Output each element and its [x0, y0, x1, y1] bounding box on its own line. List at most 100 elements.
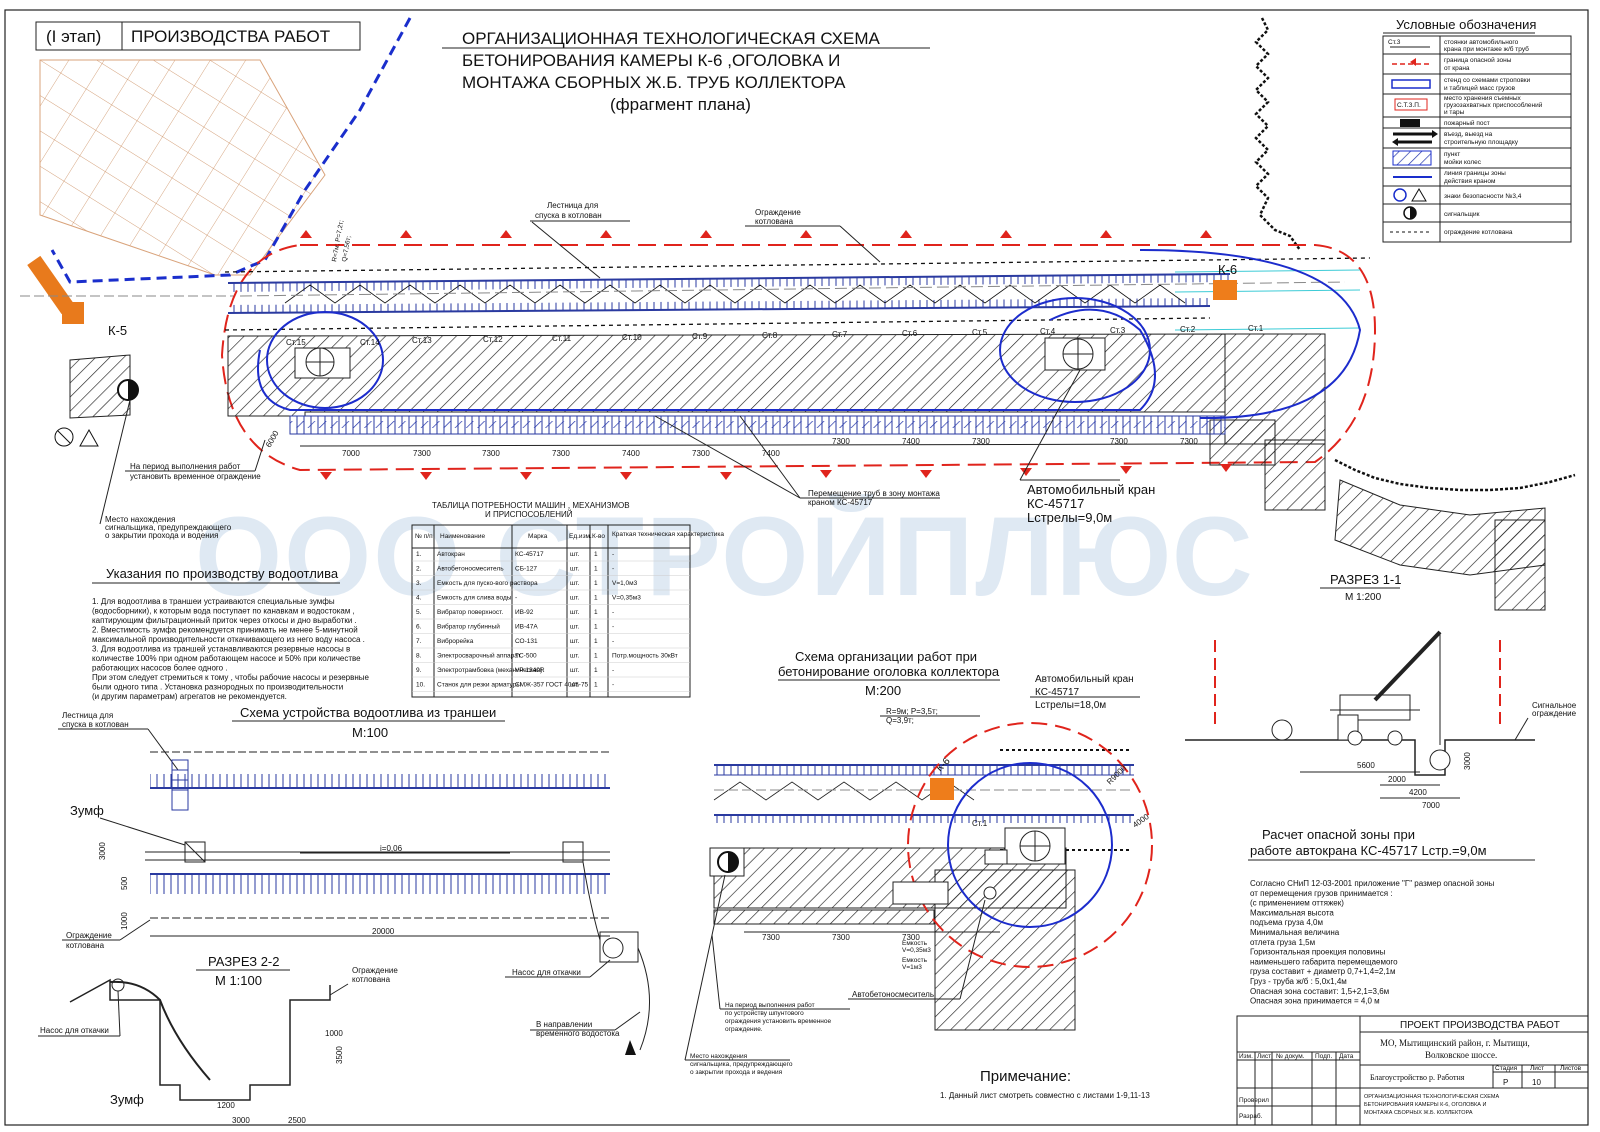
- svg-text:R=9м; P=3,5т;: R=9м; P=3,5т;: [886, 707, 938, 716]
- svg-text:действия краном: действия краном: [1444, 177, 1496, 185]
- svg-text:1. Данный лист смотреть совмес: 1. Данный лист смотреть совместно с лист…: [940, 1091, 1150, 1100]
- chamber-k6-marker: [1213, 280, 1237, 300]
- table-cell: -: [612, 682, 614, 689]
- legend-symbol-storage: С.Т.З.П.: [1397, 102, 1421, 109]
- table-cell: 1: [594, 595, 598, 602]
- table-cell: СМЖ-357 ГОСТ 4045-75: [515, 682, 589, 689]
- svg-text:Насос для откачки: Насос для откачки: [40, 1026, 109, 1035]
- svg-text:Зумф: Зумф: [110, 1092, 144, 1107]
- svg-text:ограждение: ограждение: [1532, 709, 1577, 718]
- station-label: Ст.5: [972, 328, 988, 337]
- svg-text:7000: 7000: [1422, 801, 1440, 810]
- svg-text:3000: 3000: [232, 1116, 250, 1125]
- station-label: Ст.2: [1180, 325, 1196, 334]
- table-cell: -: [612, 551, 614, 558]
- station-label: Ст.12: [483, 335, 503, 344]
- table-cell: 2.: [416, 566, 422, 573]
- svg-text:1000: 1000: [120, 912, 129, 930]
- svg-text:временного водостока: временного водостока: [536, 1029, 620, 1038]
- svg-text:7300: 7300: [482, 449, 500, 458]
- table-cell: -: [515, 595, 517, 602]
- table-cell: VP 1340R: [515, 667, 545, 674]
- svg-text:пожарный пост: пожарный пост: [1444, 119, 1490, 127]
- danger-zone-circle: [907, 722, 1153, 968]
- instruction-line: каптирующим фильтрационный приток через …: [92, 616, 357, 625]
- svg-text:7300: 7300: [552, 449, 570, 458]
- svg-text:Насос для откачки: Насос для откачки: [512, 968, 581, 977]
- svg-text:Разраб.: Разраб.: [1239, 1112, 1263, 1120]
- svg-text:5600: 5600: [1357, 761, 1375, 770]
- svg-text:спуска в котлован: спуска в котлован: [535, 211, 602, 220]
- machines-table: ТАБЛИЦА ПОТРЕБНОСТИ МАШИН , МЕХАНИЗМОВ И…: [411, 501, 724, 698]
- svg-text:о закрытии прохода и водения: о закрытии прохода и водения: [105, 531, 218, 540]
- table-cell: 8.: [416, 653, 422, 660]
- chamber-k5-marker: [62, 302, 84, 324]
- svg-text:БЕТОНИРОВАНИЯ КАМЕРЫ К-6 ,ОГОЛ: БЕТОНИРОВАНИЯ КАМЕРЫ К-6 ,ОГОЛОВКА И: [462, 51, 840, 70]
- instruction-line: 2. Вместимость зумфа рекомендуется прини…: [92, 626, 358, 635]
- table-cell: 6.: [416, 624, 422, 631]
- legend: Условные обозначения Ст.3 С.Т.З.П.: [1382, 17, 1572, 243]
- svg-text:Лестница для: Лестница для: [62, 711, 113, 720]
- svg-text:знаки безопасности №3,4: знаки безопасности №3,4: [1444, 192, 1522, 200]
- station-label: Ст.15: [286, 338, 306, 347]
- svg-text:и таблицей масс грузов: и таблицей масс грузов: [1444, 84, 1516, 92]
- instruction-line: 1. Для водоотлива в траншеи устраиваются…: [92, 597, 335, 606]
- svg-text:2000: 2000: [1388, 775, 1406, 784]
- table-cell: шт.: [570, 667, 579, 674]
- svg-text:Примечание:: Примечание:: [980, 1068, 1071, 1085]
- svg-text:7300: 7300: [1180, 437, 1198, 446]
- drainage-instructions: Указания по производству водоотлива 1. Д…: [92, 566, 370, 701]
- svg-text:500: 500: [120, 876, 129, 890]
- calc-line: Груз - труба ж/б : 5,0х1,4м: [1250, 977, 1347, 986]
- svg-text:Сигнальное: Сигнальное: [1532, 701, 1577, 710]
- table-cell: шт.: [570, 595, 579, 602]
- svg-text:Емкость: Емкость: [902, 957, 928, 964]
- station-label: Ст.7: [832, 330, 848, 339]
- chamber-k6-label: К-6: [1218, 262, 1237, 277]
- ladder-label: Лестница для: [547, 201, 598, 210]
- crane-left: [294, 347, 351, 379]
- table-cell: 1: [594, 653, 598, 660]
- calc-line: наименьшего габарита перемещаемого: [1250, 957, 1398, 966]
- table-cell: ТС-500: [515, 653, 537, 660]
- svg-text:Lстрелы=18,0м: Lстрелы=18,0м: [1035, 700, 1106, 711]
- crane-reach-zone: [947, 762, 1113, 928]
- table-cell: -: [515, 580, 517, 587]
- table-cell: Емкость для пуско-вого раствора: [437, 580, 538, 587]
- calc-line: Опасная зона принимается = 4,0 м: [1250, 997, 1380, 1006]
- section-2-2: РАЗРЕЗ 2-2 М 1:100 Насос для откачки Огр…: [38, 954, 398, 1125]
- svg-text:котлована: котлована: [66, 941, 105, 950]
- calc-line: груза составит + диаметр 0,7+1,4=2,1м: [1250, 967, 1396, 976]
- svg-text:М:200: М:200: [865, 683, 901, 698]
- legend-title: Условные обозначения: [1396, 17, 1536, 32]
- svg-text:строительную площадку: строительную площадку: [1444, 139, 1519, 146]
- svg-text:въезд, выезд на: въезд, выезд на: [1444, 131, 1493, 138]
- table-cell: 9.: [416, 667, 422, 674]
- svg-text:И ПРИСПОСОБЛЕНИЙ: И ПРИСПОСОБЛЕНИЙ: [485, 510, 573, 519]
- table-cell: шт.: [570, 609, 579, 616]
- table-cell: -: [612, 667, 614, 674]
- svg-text:РАЗРЕЗ 1-1: РАЗРЕЗ 1-1: [1330, 572, 1402, 587]
- station-label: Ст.9: [692, 332, 708, 341]
- svg-text:1200: 1200: [217, 1101, 235, 1110]
- table-cell: 1: [594, 580, 598, 587]
- svg-text:Ст.1: Ст.1: [972, 819, 988, 828]
- svg-text:10: 10: [1532, 1078, 1541, 1087]
- svg-text:установить временное ограждени: установить временное ограждение: [130, 472, 261, 481]
- table-cell: 1: [594, 566, 598, 573]
- watermark: ООО СТРОЙПЛЮС: [195, 494, 1255, 619]
- stage-title: ПРОИЗВОДСТВА РАБОТ: [131, 27, 330, 46]
- site-area: К-5: [20, 17, 412, 338]
- legend-symbol-station: Ст.3: [1388, 39, 1401, 46]
- sheet-note: Примечание: 1. Данный лист смотреть совм…: [940, 1068, 1150, 1100]
- calc-line: отлета груза 1,5м: [1250, 938, 1315, 947]
- instruction-line: (водосборники), к которым вода поступает…: [92, 607, 355, 616]
- svg-text:котлована: котлована: [755, 217, 794, 226]
- svg-text:V=1м3: V=1м3: [902, 964, 922, 971]
- instruction-line: количестве 100% при одном работающем нас…: [92, 654, 361, 663]
- section-1-1: РАЗРЕЗ 1-1 М 1:200 Сигнальное ограждение…: [1185, 572, 1577, 810]
- main-title: ОРГАНИЗАЦИОННАЯ ТЕХНОЛОГИЧЕСКАЯ СХЕМА БЕ…: [442, 29, 930, 114]
- svg-text:Ед.изм.: Ед.изм.: [569, 533, 592, 540]
- svg-text:7300: 7300: [832, 933, 850, 942]
- crane-right: [1044, 337, 1106, 371]
